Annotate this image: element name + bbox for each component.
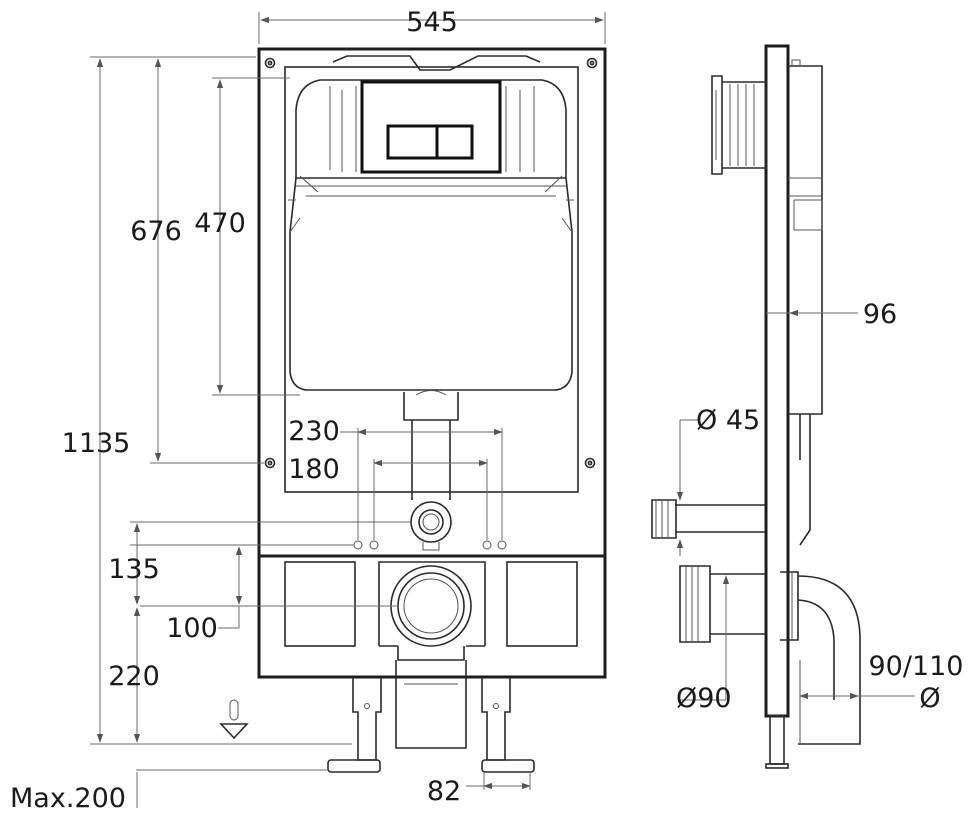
drain-outlet	[390, 565, 472, 749]
side-tank	[788, 59, 823, 546]
label-100: 100	[166, 613, 218, 644]
label-220: 220	[108, 661, 160, 692]
label-180: 180	[288, 454, 340, 485]
side-drain-pipe	[679, 565, 861, 745]
label-dia-90: Ø90	[676, 683, 732, 714]
dimension-lines	[90, 12, 915, 808]
side-frame	[764, 44, 790, 718]
inner-panel	[284, 66, 579, 493]
side-flush-button	[711, 75, 767, 175]
label-82: 82	[427, 776, 461, 807]
floor-level-symbol	[219, 699, 249, 740]
label-676: 676	[130, 216, 182, 247]
label-230: 230	[288, 416, 340, 447]
label-545: 545	[406, 7, 458, 38]
dimension-labels: 545 1135 676 470 230 180 135 100 220 Max…	[10, 7, 964, 814]
side-view	[651, 44, 861, 769]
label-96: 96	[863, 299, 897, 330]
side-inlet-pipe	[651, 499, 766, 539]
mounting-holes	[264, 57, 598, 469]
label-dia-symbol: Ø	[919, 683, 940, 714]
front-view	[219, 47, 607, 773]
lower-frame	[259, 554, 605, 647]
adjustable-legs	[327, 677, 535, 773]
label-135: 135	[108, 554, 160, 585]
label-90-110: 90/110	[869, 651, 964, 682]
label-dia-45: Ø 45	[696, 405, 760, 436]
flush-plate	[360, 80, 502, 174]
label-470: 470	[194, 208, 246, 239]
inlet-ring	[410, 501, 452, 551]
label-max-200: Max.200	[10, 783, 126, 814]
label-1135: 1135	[62, 428, 131, 459]
